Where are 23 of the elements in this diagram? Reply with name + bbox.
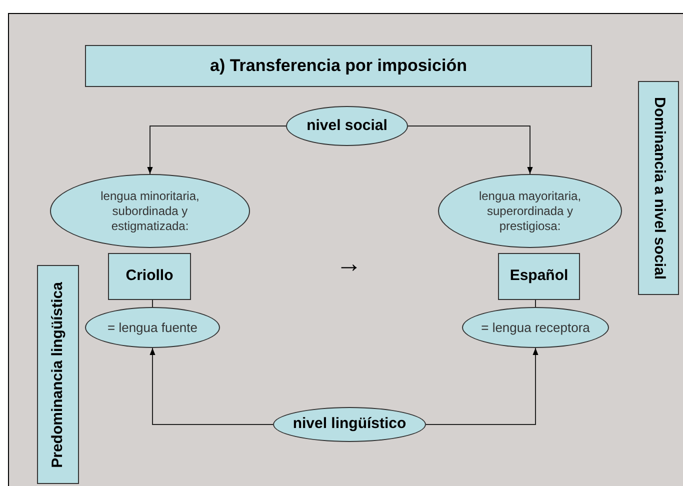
node-text: Criollo: [126, 266, 174, 286]
connector-line: [152, 300, 153, 308]
title-box: [85, 45, 592, 87]
vertical-label-box: [638, 81, 679, 295]
node-text: lengua mayoritaria, superordinada y prestigiosa:: [478, 188, 582, 234]
vertical-label-box: [37, 265, 79, 484]
node-text: nivel lingüístico: [292, 414, 406, 434]
arrow: [147, 126, 286, 174]
connector-line: [535, 300, 536, 308]
node-text: = lengua fuente: [108, 318, 198, 337]
node-text: lengua minoritaria, subordinada y estigmatizada:: [100, 188, 200, 234]
node-text: nivel social: [306, 116, 388, 136]
node-text: a) Transferencia por imposición: [210, 55, 467, 78]
node-text: = lengua receptora: [481, 318, 590, 337]
transfer-arrow-glyph: →: [336, 250, 362, 276]
label-box: [498, 253, 580, 300]
node-text: Español: [510, 266, 568, 286]
arrow: [408, 126, 533, 174]
label-box: [108, 253, 191, 300]
arrow: [150, 348, 274, 425]
node-text: Predominancia lingüística: [48, 282, 67, 468]
node-text: Dominancia a nivel social: [650, 96, 669, 280]
arrow: [426, 348, 538, 425]
